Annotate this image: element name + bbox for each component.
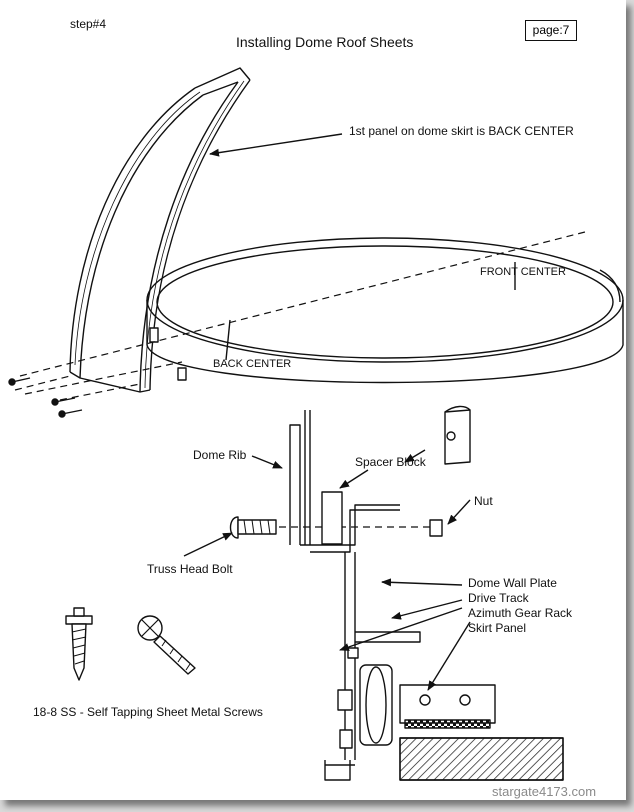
label-front-center: FRONT CENTER	[480, 266, 566, 278]
self-tapping-screws	[65, 607, 196, 681]
label-dome-wall-plate: Dome Wall Plate	[468, 576, 557, 590]
page-number-box: page:7	[525, 20, 577, 41]
dome-skirt-ring	[146, 237, 624, 384]
label-back-center: BACK CENTER	[213, 358, 292, 370]
watermark: stargate4173.com	[492, 784, 597, 799]
page-title: Installing Dome Roof Sheets	[236, 34, 414, 50]
step-label: step#4	[70, 17, 107, 31]
label-azimuth-gear-rack: Azimuth Gear Rack	[468, 606, 573, 620]
label-first-panel: 1st panel on dome skirt is BACK CENTER	[349, 124, 574, 138]
truss-head-bolt	[229, 516, 277, 539]
alignment-lines	[14, 231, 586, 528]
label-dome-rib: Dome Rib	[193, 448, 247, 462]
label-truss-head-bolt: Truss Head Bolt	[147, 562, 233, 576]
panel-screws	[8, 367, 187, 418]
label-nut: Nut	[474, 494, 493, 508]
dome-panel	[69, 67, 251, 393]
label-skirt-panel: Skirt Panel	[468, 621, 527, 635]
spacer-block-exploded	[444, 405, 471, 465]
label-spacer-block: Spacer Block	[355, 455, 426, 469]
leader-arrows	[183, 133, 471, 691]
document-page: step#4 Installing Dome Roof Sheets page:…	[0, 0, 626, 800]
drive-assembly	[337, 647, 564, 781]
assembly-drawing	[8, 67, 624, 781]
label-screws: 18-8 SS - Self Tapping Sheet Metal Screw…	[33, 705, 263, 719]
label-drive-track: Drive Track	[468, 591, 529, 605]
nut-shape	[429, 519, 443, 537]
